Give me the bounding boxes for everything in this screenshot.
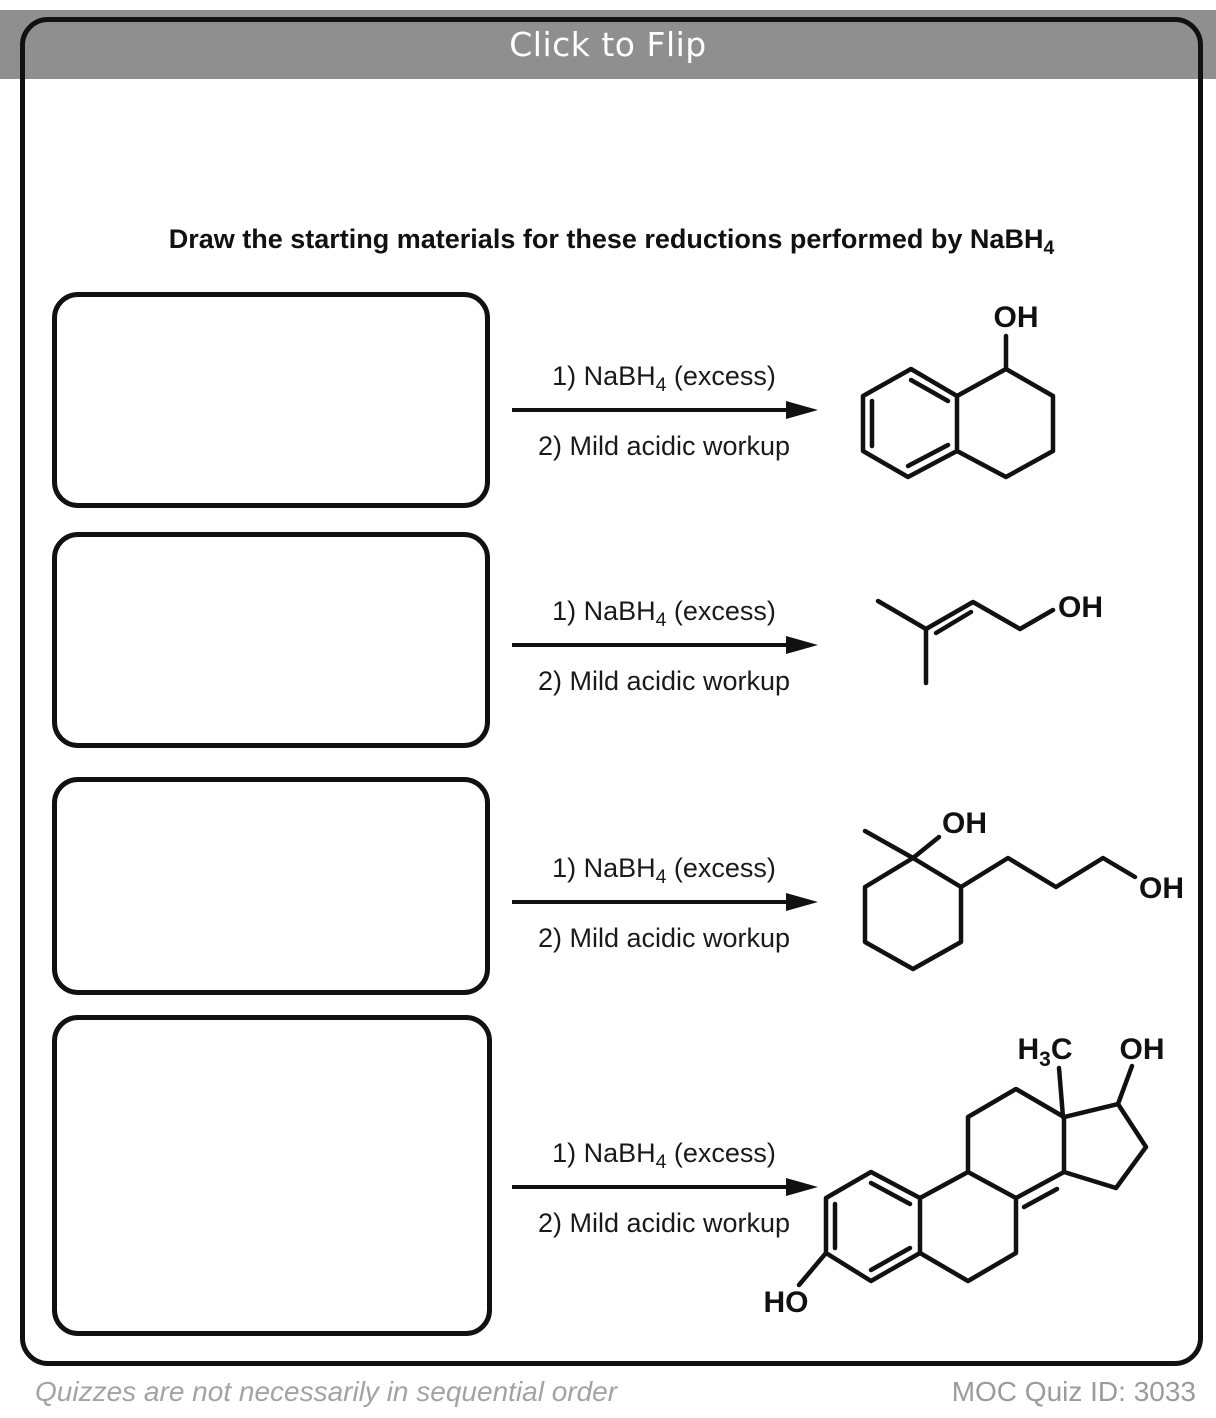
methyl-bond: [862, 828, 916, 861]
reaction-arrow-3: [512, 893, 818, 911]
oh-label-chain: OH: [1139, 872, 1184, 905]
double-bond-line: [868, 1245, 913, 1273]
carbon-chain: [875, 598, 1056, 632]
benzene-ring: [860, 366, 960, 480]
arrowhead-icon: [786, 893, 818, 911]
row1-step2-label: 2) Mild acidic workup: [537, 431, 791, 461]
row3-step1-label: 1) NaBH4 (excess): [552, 853, 776, 888]
row1-step1-label: 1) NaBH4 (excess): [552, 361, 776, 396]
reaction-arrow-2: [512, 636, 818, 654]
product-structure-tetralol: OH: [860, 301, 1056, 480]
question-heading-subscript: 4: [1043, 236, 1055, 259]
oh-bond: [910, 834, 942, 861]
product-structure-diol: OH OH: [862, 807, 1184, 972]
row4-step1-label: 1) NaBH4 (excess): [552, 1138, 776, 1173]
question-heading-text: Draw the starting materials for these re…: [168, 224, 1044, 254]
a-ring-aromatic: [823, 1169, 923, 1284]
phenol-oh-bond: [796, 1250, 829, 1288]
arrowhead-icon: [786, 1178, 818, 1196]
question-heading: Draw the starting materials for these re…: [20, 224, 1203, 258]
oh-label-top: OH: [942, 807, 987, 840]
flip-title-label: Click to Flip: [509, 25, 707, 64]
double-bond-line: [908, 377, 951, 404]
product-structure-steroid: H3C OH HO: [764, 1033, 1165, 1319]
row2-step1-label: 1) NaBH4 (excess): [552, 596, 776, 631]
methyl-label: H3C: [1017, 1033, 1072, 1071]
answer-box-3[interactable]: [52, 777, 490, 995]
footer-note: Quizzes are not necessarily in sequentia…: [35, 1376, 618, 1407]
quiz-id: MOC Quiz ID: 3033: [951, 1376, 1196, 1407]
c-ring: [965, 1086, 1067, 1201]
propyl-chain: [958, 855, 1138, 890]
cyclohexane-ring: [862, 855, 964, 972]
double-bond-line: [1021, 1186, 1060, 1210]
oh-bond: [1115, 1063, 1135, 1107]
product-structure-prenol: OH: [875, 591, 1103, 686]
double-bond-line: [868, 1180, 913, 1207]
b-ring: [917, 1169, 1019, 1284]
row4-step2-label: 2) Mild acidic workup: [537, 1208, 791, 1238]
double-bond-line: [933, 609, 974, 636]
oh-label: OH: [1058, 591, 1103, 624]
answer-box-1[interactable]: [52, 292, 490, 508]
oh-label: OH: [994, 301, 1039, 334]
row3-step2-label: 2) Mild acidic workup: [537, 923, 791, 953]
reaction-arrow-1: [512, 401, 818, 419]
row2-step2-label: 2) Mild acidic workup: [537, 666, 791, 696]
angular-methyl-bond: [1056, 1065, 1066, 1120]
answer-box-2[interactable]: [52, 532, 490, 748]
d-ring-cyclopentane: [1061, 1101, 1149, 1191]
cyclohexane-ring: [954, 366, 1056, 480]
reaction-arrow-4: [512, 1178, 818, 1196]
oh-label: OH: [1120, 1033, 1165, 1066]
flashcard[interactable]: [20, 17, 1203, 1366]
arrowhead-icon: [786, 636, 818, 654]
arrowhead-icon: [786, 401, 818, 419]
answer-box-4[interactable]: [52, 1015, 492, 1336]
ho-label: HO: [764, 1286, 809, 1319]
double-bond-line: [905, 442, 951, 469]
